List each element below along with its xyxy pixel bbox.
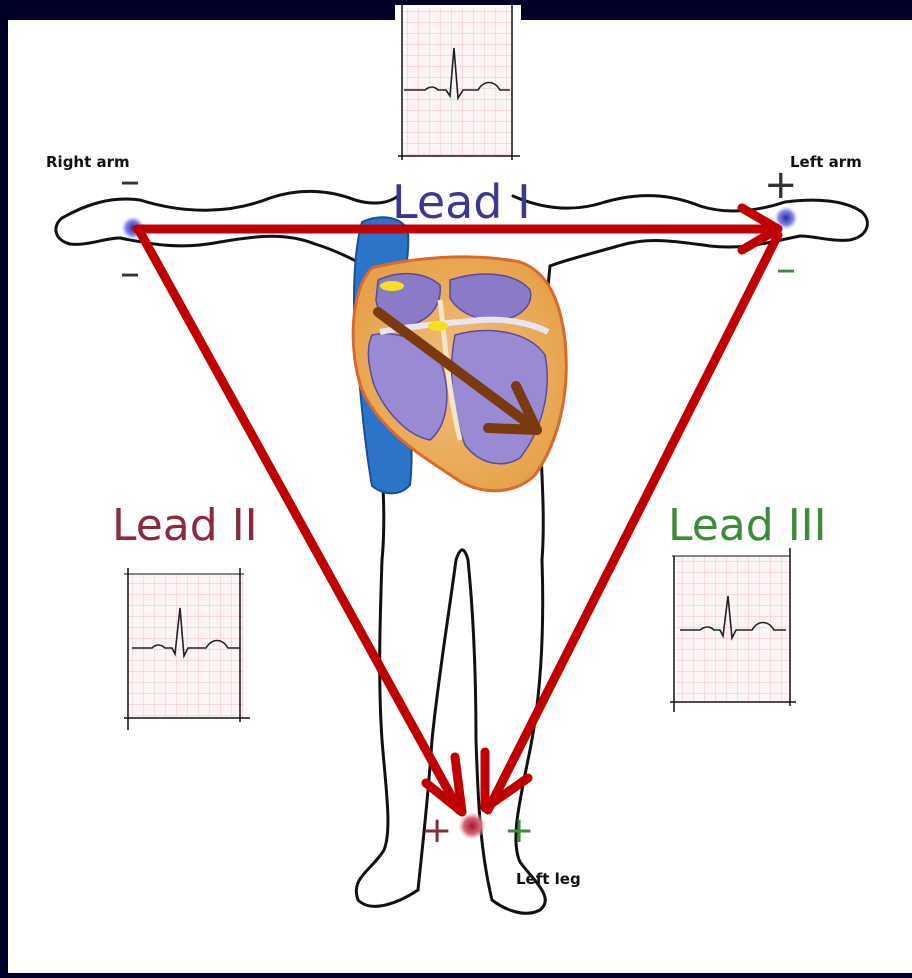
- left-leg-polarity-right: +: [504, 810, 534, 851]
- left-arm-polarity-bottom: –: [776, 246, 796, 292]
- lead-3-label: Lead III: [668, 500, 827, 551]
- lead-1-label: Lead I: [392, 175, 531, 229]
- right-arm-label: Right arm: [46, 153, 130, 171]
- ecg-strip-lead-3: [670, 548, 796, 712]
- left-arm-polarity-top: +: [764, 162, 798, 208]
- lead-2-label: Lead II: [112, 500, 258, 551]
- left-leg-label: Left leg: [516, 870, 581, 888]
- left-leg-polarity-left: +: [422, 810, 452, 851]
- ecg-strip-lead-2: [124, 568, 250, 730]
- right-arm-polarity-top: –: [120, 158, 140, 204]
- left-arm-label: Left arm: [790, 153, 862, 171]
- ecg-strip-lead-1: [398, 5, 520, 160]
- right-arm-polarity-bottom: –: [120, 250, 140, 296]
